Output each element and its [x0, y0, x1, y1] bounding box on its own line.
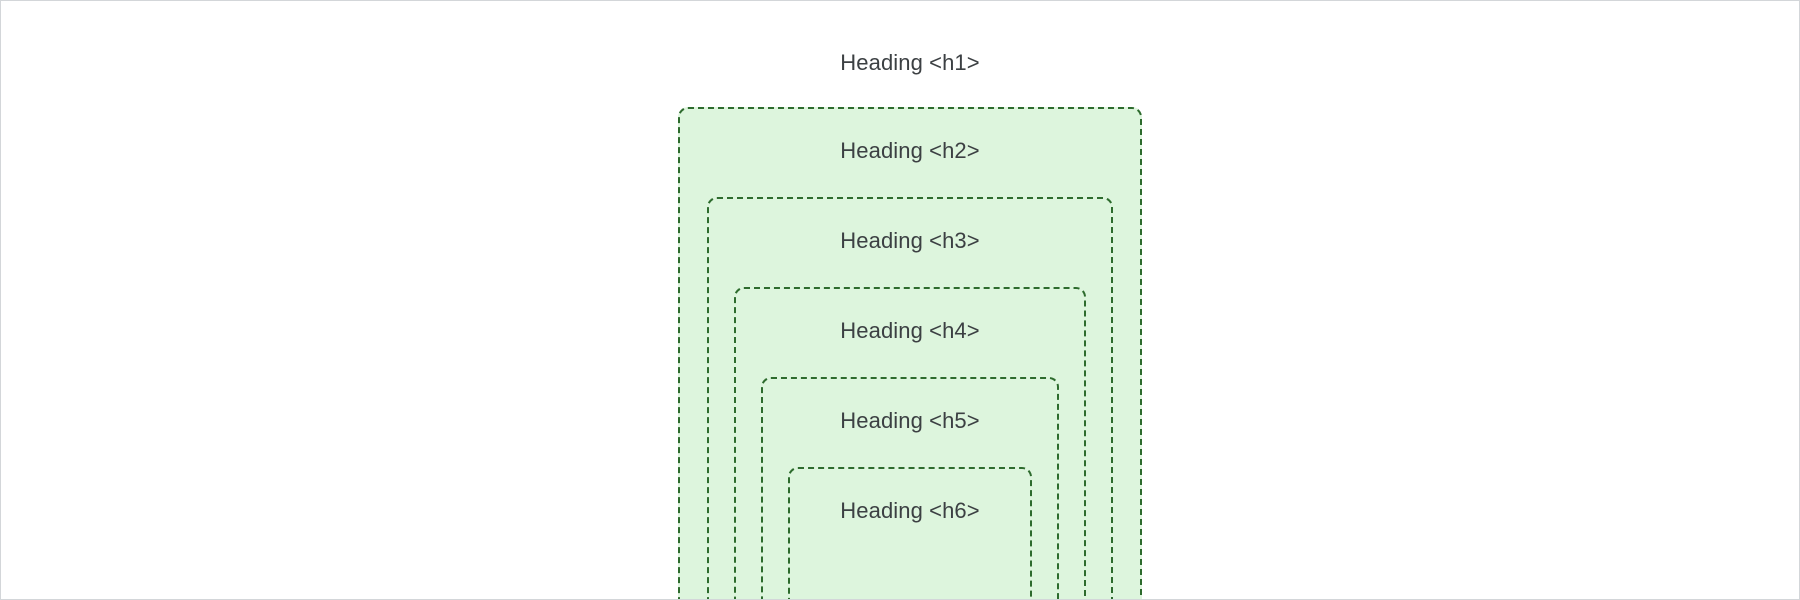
heading-label-h1: Heading <h1>	[840, 50, 980, 75]
heading-label-h4: Heading <h4>	[840, 318, 980, 343]
heading-label-h5: Heading <h5>	[840, 408, 980, 433]
heading-box-h5: Heading <h5> Heading <h6>	[761, 377, 1059, 599]
heading-label-h6: Heading <h6>	[840, 498, 980, 523]
heading-nesting-diagram: Heading <h1> Heading <h2> Heading <h3> H…	[678, 49, 1142, 599]
heading-box-h4: Heading <h4> Heading <h5> Heading <h6>	[734, 287, 1086, 599]
heading-label-h2: Heading <h2>	[840, 138, 980, 163]
heading-label-h3: Heading <h3>	[840, 228, 980, 253]
heading-box-h3: Heading <h3> Heading <h4> Heading <h5> H…	[707, 197, 1113, 599]
heading-box-h6: Heading <h6>	[788, 467, 1032, 599]
heading-box-h2: Heading <h2> Heading <h3> Heading <h4> H…	[678, 107, 1142, 599]
